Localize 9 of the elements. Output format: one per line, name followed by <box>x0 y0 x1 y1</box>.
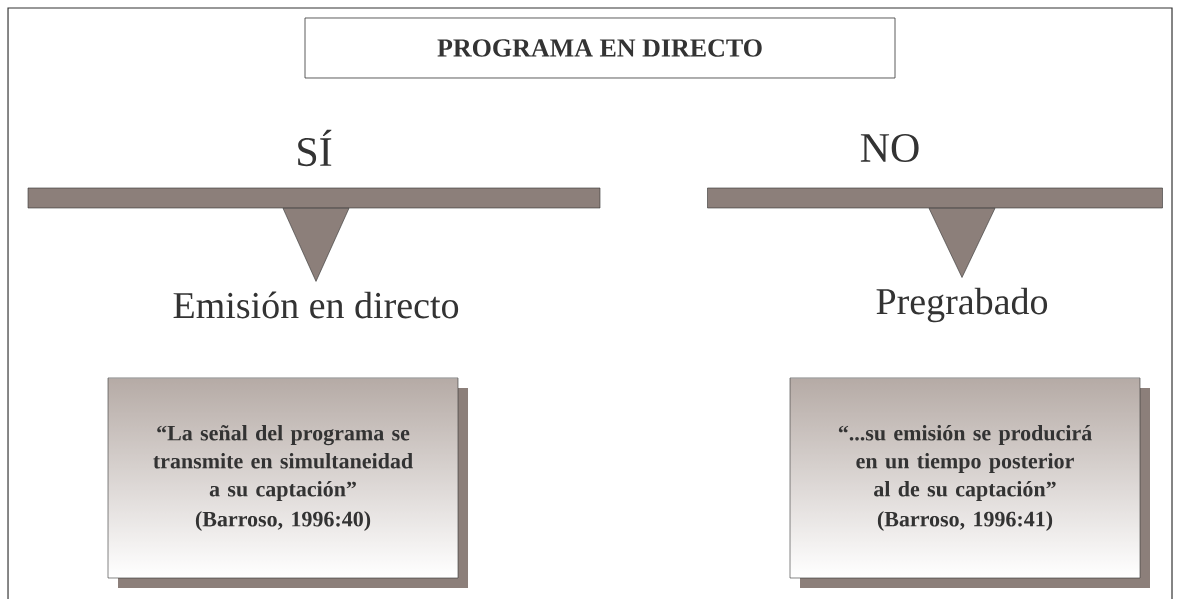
heading: Pregrabado <box>876 287 1048 323</box>
heading: Emisión en directo <box>173 291 459 319</box>
option-label: SÍ <box>298 129 332 167</box>
quote-box: “La señal del programa se transmite en simultaneidad a su captación” (Barroso, 1996:40) <box>107 377 468 588</box>
quote-box: “...su emisión se producirá en un tiempo posterior al de su captación” (Barroso, 1996:41) <box>789 377 1150 588</box>
option-label: NO <box>860 133 919 163</box>
arrow <box>928 208 996 278</box>
title-box: PROGRAMA EN DIRECTO <box>304 17 896 79</box>
arrow <box>282 208 350 282</box>
